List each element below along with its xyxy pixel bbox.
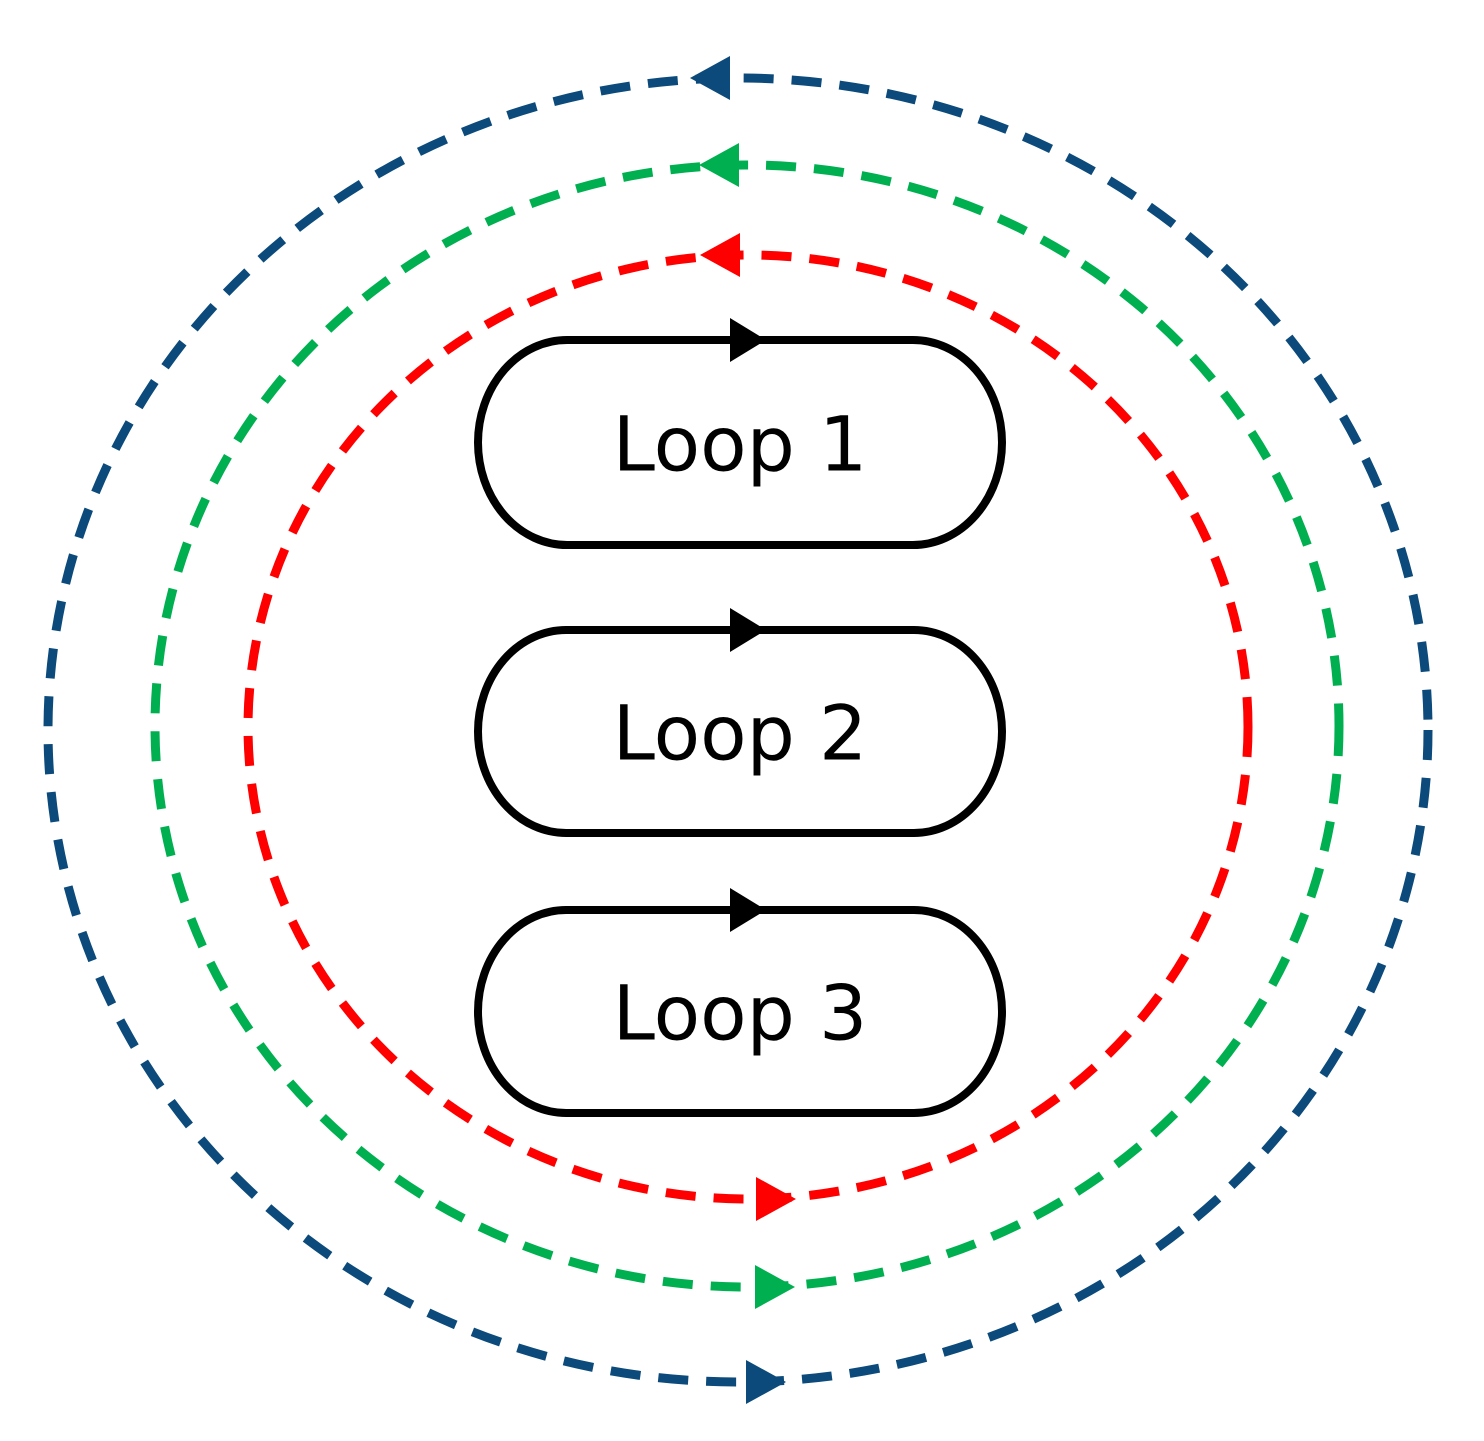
arrow-right-icon [730,608,766,652]
inner-loop-boxes: Loop 1 Loop 2 Loop 3 [474,318,1006,1117]
arrow-left-icon [690,56,730,100]
dashed-ellipse [243,250,1253,1204]
outer-dashed-loops [43,56,1433,1404]
arrow-right-icon [730,318,766,362]
arrow-right-icon [756,1177,796,1221]
loop-label: Loop 3 [613,969,868,1058]
loop-box-3: Loop 3 [474,888,1006,1117]
loop-box-2: Loop 2 [474,608,1006,837]
arrow-right-icon [746,1360,786,1404]
outer-loop-red [243,233,1253,1221]
dashed-ellipse [43,73,1433,1387]
dashed-ellipse [150,160,1344,1292]
arrow-right-icon [755,1265,795,1309]
outer-loop-green [150,143,1344,1309]
arrow-left-icon [699,143,739,187]
arrow-left-icon [700,233,740,277]
loop-label: Loop 1 [613,400,868,489]
outer-loop-blue [43,56,1433,1404]
loop-label: Loop 2 [613,689,868,778]
arrow-right-icon [730,888,766,932]
loop-box-1: Loop 1 [474,318,1006,549]
